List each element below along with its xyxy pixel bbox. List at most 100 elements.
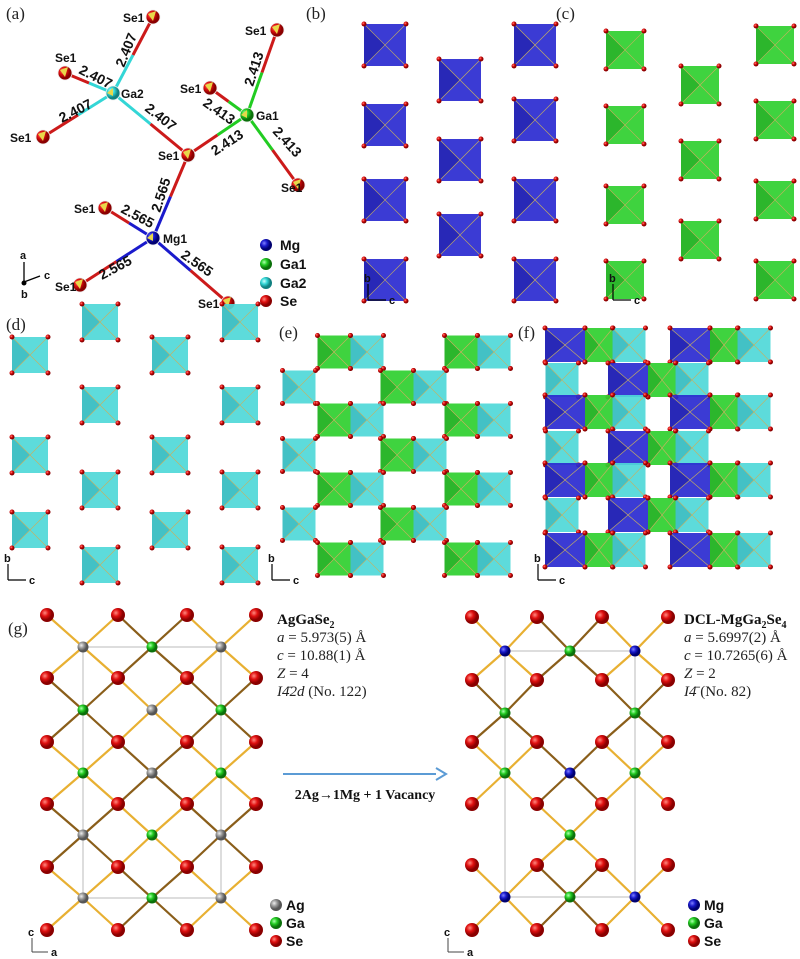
se-atom bbox=[576, 428, 581, 434]
polyhedron-face bbox=[675, 431, 692, 465]
bond bbox=[186, 834, 222, 868]
se-atom bbox=[543, 360, 548, 366]
bond bbox=[117, 677, 153, 711]
legend-label-se: Se bbox=[286, 933, 303, 949]
polyhedron-edge bbox=[737, 394, 771, 430]
bond bbox=[151, 614, 188, 648]
polyhedron-edge bbox=[669, 394, 711, 430]
ag-atom bbox=[77, 829, 89, 841]
polyhedron-face bbox=[514, 99, 535, 141]
se-atom bbox=[508, 540, 513, 545]
bond bbox=[601, 741, 636, 774]
bond bbox=[82, 677, 119, 711]
se-atom bbox=[643, 325, 648, 331]
bond bbox=[151, 772, 188, 805]
se-atom bbox=[553, 256, 559, 262]
se-atom bbox=[411, 436, 416, 441]
formula-mgga2se4: DCL-MgGa2Se4 bbox=[684, 612, 787, 631]
polyhedron-face bbox=[756, 101, 775, 139]
se-atom bbox=[313, 436, 318, 441]
se-atom bbox=[716, 101, 722, 107]
se-atom bbox=[582, 392, 588, 398]
polyhedron-face bbox=[444, 403, 461, 437]
se-atom bbox=[582, 494, 588, 500]
bond-length-label: 2.413 bbox=[200, 94, 238, 127]
se-atom bbox=[610, 460, 615, 466]
se-atom bbox=[465, 735, 479, 749]
polyhedron-edge bbox=[221, 471, 259, 509]
se-atom bbox=[706, 428, 711, 434]
se-atom bbox=[79, 420, 85, 426]
bond bbox=[117, 646, 153, 679]
legend-swatch-mg bbox=[688, 899, 700, 911]
se-atom bbox=[716, 138, 722, 144]
ga-atom bbox=[77, 767, 89, 779]
se-atom bbox=[735, 530, 740, 536]
polyhedron-edge bbox=[81, 303, 119, 341]
bond bbox=[151, 897, 188, 931]
se-atom bbox=[641, 28, 647, 34]
se-atom bbox=[361, 101, 367, 107]
axis-label-c: c bbox=[389, 295, 395, 307]
polyhedron-edge bbox=[737, 327, 771, 363]
ag-atom bbox=[146, 767, 158, 779]
polyhedron-edge bbox=[363, 258, 407, 302]
mgga2se4-structure: ca bbox=[444, 610, 675, 959]
bond bbox=[82, 866, 119, 899]
polyhedron-face bbox=[670, 328, 690, 362]
axis-label-b: b bbox=[21, 289, 28, 301]
polyhedron-face bbox=[545, 328, 565, 362]
bond bbox=[46, 803, 84, 836]
se-atom bbox=[280, 401, 285, 406]
se-atom bbox=[255, 544, 261, 550]
se-atom bbox=[768, 494, 773, 500]
se-atom bbox=[511, 298, 517, 304]
se-atom bbox=[403, 143, 409, 149]
polyhedron-edge bbox=[737, 532, 771, 568]
legend-swatch-mg bbox=[260, 239, 272, 251]
polyhedron-face bbox=[350, 403, 367, 437]
polyhedron-face bbox=[737, 395, 754, 429]
se-atom bbox=[791, 296, 797, 302]
se-atom bbox=[478, 253, 484, 259]
polyhedron-edge bbox=[444, 335, 478, 369]
atom-label-se1: Se1 bbox=[180, 82, 202, 96]
ga-atom bbox=[215, 767, 227, 779]
polyhedron-face bbox=[756, 26, 775, 64]
polyhedron-face bbox=[737, 533, 754, 567]
se-atom bbox=[511, 138, 517, 144]
se-atom bbox=[791, 258, 797, 264]
bond bbox=[504, 616, 538, 652]
se-atom bbox=[280, 368, 285, 373]
atom-label-se1: Se1 bbox=[55, 51, 77, 65]
bond bbox=[220, 614, 257, 648]
panel-b-polyhedra bbox=[361, 21, 559, 304]
axis-label-c: c bbox=[44, 270, 50, 282]
polyhedron-face bbox=[477, 403, 494, 437]
se-atom bbox=[641, 103, 647, 109]
se-atom bbox=[753, 23, 759, 29]
se-atom bbox=[40, 923, 54, 937]
se-atom bbox=[185, 545, 191, 551]
bond-length-label: 2.413 bbox=[208, 126, 246, 159]
se-atom bbox=[508, 366, 513, 371]
bond bbox=[82, 772, 119, 805]
bond bbox=[46, 709, 84, 743]
se-atom bbox=[645, 428, 651, 434]
polyhedron-edge bbox=[709, 532, 739, 568]
polyhedron-edge bbox=[444, 472, 478, 506]
bond bbox=[601, 712, 636, 743]
bond bbox=[634, 772, 669, 805]
bond-half bbox=[149, 122, 189, 157]
polyhedron-edge bbox=[737, 462, 771, 498]
se-atom bbox=[641, 66, 647, 72]
polyhedron-face bbox=[413, 438, 430, 472]
legend-g-right: Mg Ga Se bbox=[688, 897, 724, 949]
bond bbox=[536, 803, 571, 836]
se-atom bbox=[348, 573, 353, 578]
polyhedron-face bbox=[350, 335, 367, 369]
se-atom bbox=[735, 460, 740, 466]
se-atom bbox=[667, 325, 673, 331]
se-atom bbox=[313, 505, 318, 510]
se-atom bbox=[508, 470, 513, 475]
